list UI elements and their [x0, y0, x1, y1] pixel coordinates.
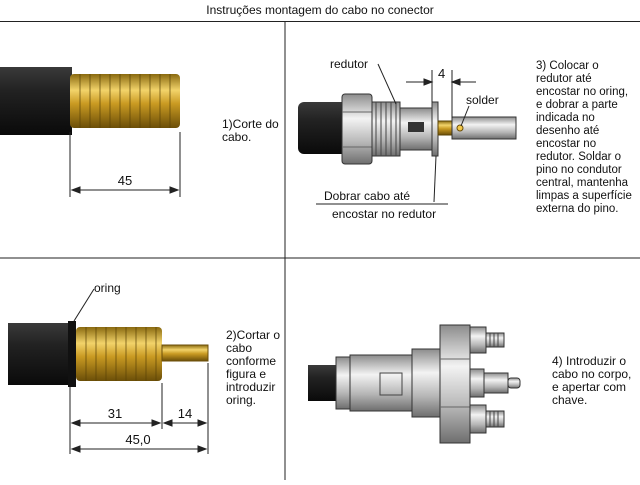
connector-body: [349, 354, 413, 412]
page-title: Instruções montagem do cabo no conector: [206, 3, 434, 17]
dimension-14-label: 14: [178, 406, 192, 421]
callout-bend-leader: [433, 155, 437, 203]
dimension-total-label: 45,0: [125, 432, 150, 447]
reducer-slot: [408, 122, 424, 132]
step4-panel: 4) Introduzir o cabo no corpo, e apertar…: [286, 259, 640, 480]
callout-redutor-leader: [377, 63, 397, 105]
dimension-4: [406, 70, 476, 118]
callout-solder-leader: [460, 105, 470, 127]
center-pin: [451, 116, 517, 140]
oring: [68, 321, 76, 387]
hex-nut: [341, 93, 373, 165]
bent-cable-edge: [431, 101, 439, 157]
step3-caption: 3) Colocar o redutor até encostar no ori…: [536, 60, 632, 215]
panel-flange: [439, 324, 471, 444]
flange-screw-top: [469, 326, 505, 354]
body-window: [379, 372, 403, 396]
step3-drawing: redutor 4 solder Dobrar cabo até encosta…: [298, 57, 517, 221]
step2-panel: oring 31 14 45,0: [0, 259, 285, 480]
pin-tip: [507, 377, 521, 389]
callout-solder: solder: [466, 93, 499, 107]
callout-oring-leader: [73, 288, 95, 322]
dimension-4-label: 4: [438, 66, 445, 81]
pin-collar: [469, 368, 485, 398]
callout-redutor: redutor: [330, 57, 368, 71]
solder-point: [456, 124, 464, 132]
callout-oring: oring: [94, 281, 121, 295]
title-bar: Instruções montagem do cabo no conector: [0, 0, 640, 22]
pin-body: [483, 372, 509, 394]
body-collar: [411, 348, 441, 418]
dimension-lines: [69, 363, 209, 454]
cable-jacket: [0, 67, 72, 135]
dimension-45: [69, 132, 181, 197]
step4-drawing: [308, 324, 521, 444]
reducer-thread: [371, 101, 401, 157]
dimension-label: 45: [118, 173, 132, 188]
step2-caption: 2)Cortar o cabo conforme figura e introd…: [226, 328, 281, 407]
step3-panel: redutor 4 solder Dobrar cabo até encosta…: [286, 22, 640, 258]
cable-jacket: [8, 323, 70, 385]
step1-drawing: 45: [0, 67, 181, 197]
cable-jacket: [298, 102, 348, 154]
cable-jacket: [308, 365, 338, 401]
step1-caption: 1)Corte do cabo.: [222, 117, 279, 144]
step4-caption: 4) Introduzir o cabo no corpo, e apertar…: [552, 354, 632, 407]
inner-conductor: [161, 344, 209, 362]
hex-nut: [335, 356, 351, 410]
corrugated-conductor: [70, 74, 180, 128]
dimension-31-label: 31: [108, 406, 122, 421]
callout-bend-line1: Dobrar cabo até: [324, 189, 410, 203]
step2-drawing: oring 31 14 45,0: [8, 281, 209, 454]
flange-screw-bottom: [469, 404, 505, 434]
solder-joint: [437, 120, 453, 136]
callout-bend-line2: encostar no redutor: [332, 207, 436, 221]
step1-panel: 45 1)Corte do cabo.: [0, 22, 285, 258]
corrugated-conductor: [76, 327, 162, 381]
